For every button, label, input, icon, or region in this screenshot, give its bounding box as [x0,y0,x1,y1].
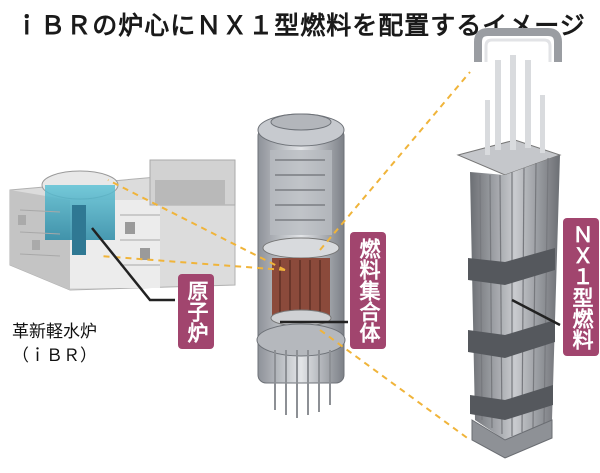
leader-lines [99,71,471,441]
core-label: 原子炉 [178,274,214,349]
caption-line-1: 革新軽水炉 [12,322,97,342]
pressure-vessel-image [256,113,346,418]
nx1-fuel-label: ＮＸ１型燃料 [563,218,599,356]
caption-line-2: （ｉＢＲ） [12,346,97,366]
fuel-assembly-image [456,28,562,459]
reactor-building-image [9,159,236,291]
pointer-lines [91,227,561,327]
caption: 革新軽水炉 （ｉＢＲ） [12,320,97,368]
fuel-assembly-label: 燃料集合体 [350,232,386,349]
